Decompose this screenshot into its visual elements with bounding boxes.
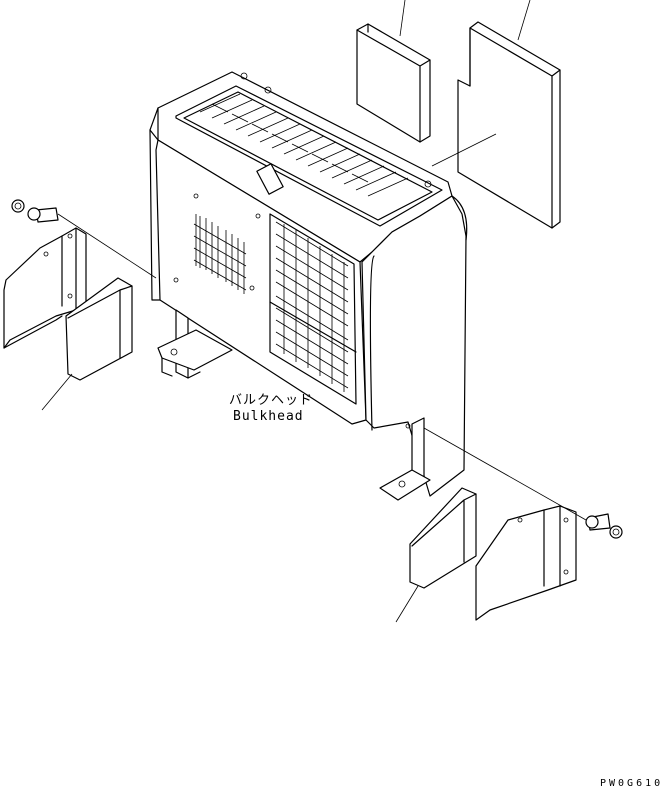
left-support-bracket (157, 309, 233, 379)
left-bolt (11, 199, 59, 223)
leader-line-pad-small (399, 0, 406, 37)
part-label-english: Bulkhead (233, 409, 304, 424)
leader-line-left-pad (41, 373, 73, 411)
leader-line-pad-large (517, 0, 531, 41)
right-foam-pad (409, 487, 477, 589)
foam-pad-large-top (457, 21, 561, 229)
left-side-plate (3, 227, 87, 349)
right-support-bracket (379, 417, 431, 501)
radiator-cover (149, 71, 468, 497)
leader-line-left-bolt (57, 213, 157, 279)
right-side-plate (475, 505, 577, 621)
leader-line-right-bolt (423, 427, 587, 521)
foam-pad-small-top (356, 23, 431, 143)
left-foam-pad (65, 277, 133, 381)
leader-line-pad-to-cover (431, 133, 497, 167)
drawing-code: PW0G610 (600, 778, 664, 789)
part-label-japanese: バルクヘッド (229, 393, 314, 408)
leader-line-right-pad (395, 585, 419, 623)
right-bolt (585, 513, 623, 539)
